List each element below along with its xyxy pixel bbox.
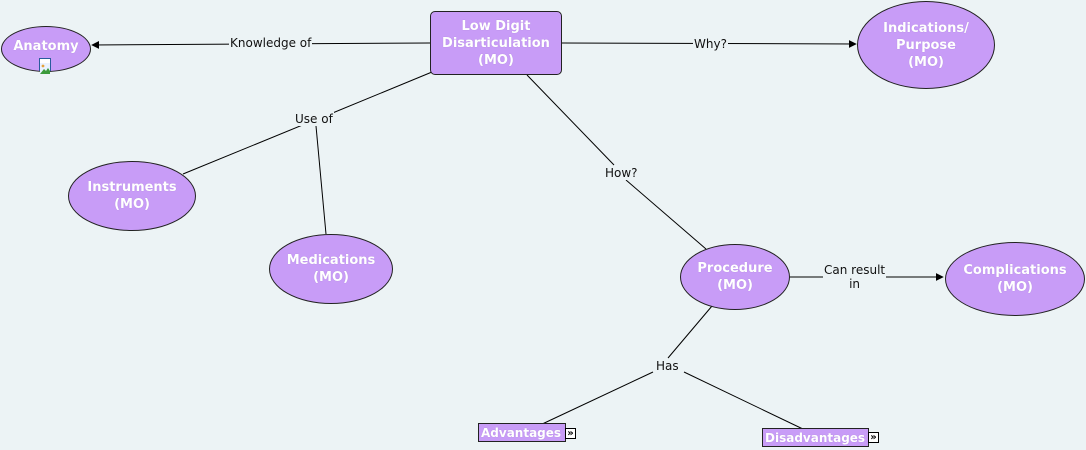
line-procedure-has	[667, 305, 713, 359]
line-has-advantages	[537, 371, 654, 427]
concept-medications[interactable]: Medications (MO)	[269, 234, 393, 304]
concept-complications[interactable]: Complications (MO)	[945, 242, 1085, 316]
concept-anatomy-label: Anatomy	[13, 39, 79, 54]
expand-disadvantages-icon[interactable]: »	[868, 432, 879, 443]
link-label-knowledge-of: Knowledge of	[229, 36, 313, 50]
image-icon[interactable]	[39, 58, 51, 74]
line-how-procedure	[625, 179, 707, 250]
line-has-disadvantages	[683, 371, 806, 431]
line-useof-instruments	[182, 123, 306, 175]
concept-instruments[interactable]: Instruments (MO)	[68, 161, 196, 231]
concept-low-digit-disarticulation[interactable]: Low Digit Disarticulation (MO)	[430, 11, 562, 75]
link-label-can-result-in: Can result in	[823, 263, 887, 291]
concept-disadvantages[interactable]: Disadvantages	[762, 428, 869, 447]
line-useof-medications	[315, 125, 327, 235]
concept-indications-purpose[interactable]: Indications/ Purpose (MO)	[857, 1, 995, 89]
concept-advantages[interactable]: Advantages	[478, 423, 566, 442]
link-label-why: Why?	[693, 37, 728, 51]
link-label-how: How?	[604, 166, 639, 180]
line-center-how	[526, 74, 615, 166]
link-label-has: Has	[655, 359, 680, 373]
concept-procedure[interactable]: Procedure (MO)	[680, 244, 790, 310]
expand-advantages-icon[interactable]: »	[565, 428, 576, 439]
link-label-use-of: Use of	[294, 112, 334, 126]
line-center-useof	[317, 71, 433, 120]
image-icon-glyph	[40, 63, 50, 74]
